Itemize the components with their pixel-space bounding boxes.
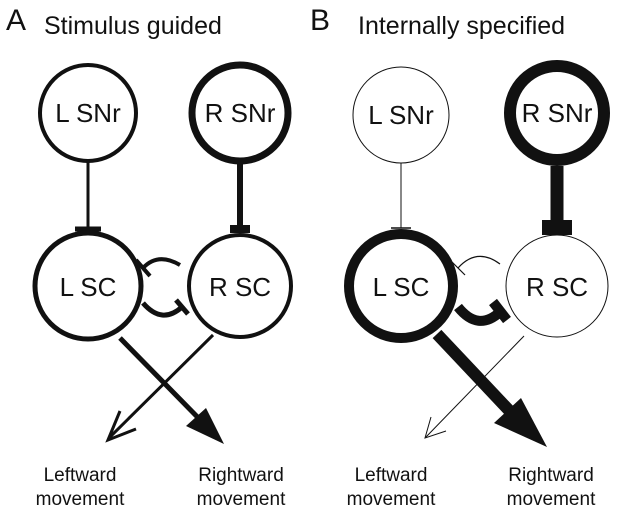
panel-a-r-snr-label: R SNr (205, 98, 276, 128)
panel-a-leftward-arrowhead (105, 410, 137, 443)
panel-a-leftward-label-line1: Leftward (44, 465, 117, 486)
panel-b-r-snr-node: R SNr (504, 60, 610, 166)
panel-b-r-snr-label: R SNr (522, 98, 593, 128)
panel-a-l-sc-label: L SC (60, 272, 117, 302)
panel-b-rightward-label-line1: Rightward (508, 465, 594, 486)
panel-a-r-snr-node: R SNr (188, 61, 292, 165)
panel-b-mutual-inhibition (451, 255, 511, 326)
panel-a-right-snr-projection (230, 163, 250, 233)
panel-a-r-sc-label: R SC (209, 272, 271, 302)
panel-b-rightward-label-line2: movement (507, 489, 596, 510)
panel-b-leftward-label-line2: movement (347, 489, 436, 510)
panel-a-l-snr-node: L SNr (38, 63, 138, 163)
panel-b: B Internally specified L SNr (310, 4, 610, 510)
panel-b-l-sc-node: L SC (344, 229, 458, 343)
panel-a-r-sc-node: R SC (187, 233, 293, 339)
panel-b-rsc-to-leftward-arrow (425, 335, 525, 438)
panel-b-leftward-arrowhead (424, 416, 447, 439)
panel-b-letter: B (310, 4, 330, 37)
panel-a-rightward-label-line1: Rightward (198, 465, 284, 486)
panel-a-title: Stimulus guided (44, 12, 222, 40)
panel-b-r-sc-node: R SC (505, 234, 609, 338)
panel-a-letter: A (6, 4, 26, 37)
panel-b-l-snr-label: L SNr (368, 100, 434, 130)
panel-a-l-sc-node: L SC (32, 230, 144, 342)
panel-b-l-snr-node: L SNr (352, 66, 450, 164)
panel-b-lsc-to-rightward-arrow (432, 329, 525, 427)
panel-b-l-sc-label: L SC (373, 272, 430, 302)
panel-a-left-snr-projection (75, 161, 101, 232)
panel-b-r-sc-label: R SC (526, 272, 588, 302)
panel-b-left-snr-projection (391, 163, 411, 229)
panel-a: A Stimulus guided L SNr R (6, 4, 293, 510)
panel-a-leftward-label-line2: movement (36, 489, 125, 510)
panel-a-l-snr-label: L SNr (55, 98, 121, 128)
panel-a-mutual-inhibition (134, 257, 190, 318)
panel-a-rsc-to-leftward-arrow (108, 333, 215, 439)
panel-a-rightward-arrowhead (186, 408, 224, 444)
panel-b-rightward-arrowhead (494, 398, 547, 447)
panel-b-title: Internally specified (358, 12, 565, 40)
panel-a-rightward-label-line2: movement (197, 489, 286, 510)
panel-b-leftward-label-line1: Leftward (355, 465, 428, 486)
panel-b-right-snr-projection (542, 166, 572, 235)
